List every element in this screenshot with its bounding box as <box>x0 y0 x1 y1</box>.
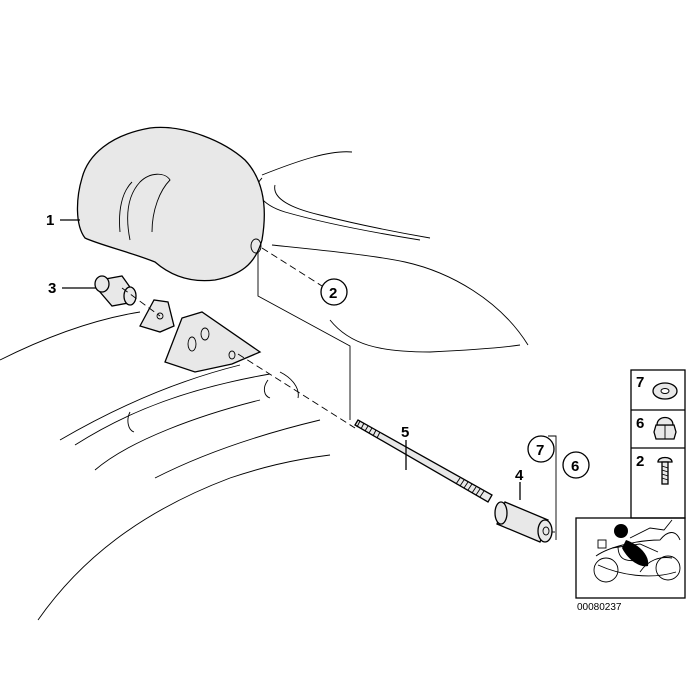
circled-callout-2-text: 2 <box>329 285 337 302</box>
assembly-lines <box>121 247 557 540</box>
seat-outline <box>256 151 529 353</box>
callout-3: 3 <box>48 280 56 297</box>
circled-callout-7-text: 7 <box>536 442 544 459</box>
hardware-legend: 7 6 2 <box>630 369 686 519</box>
motorcycle-thumbnail-icon <box>575 517 686 599</box>
part-4-spacer-sleeve <box>494 501 553 543</box>
legend-label-top: 7 <box>636 374 644 391</box>
washer-icon <box>652 382 678 400</box>
diagram-reference-number: 00080237 <box>577 602 622 613</box>
body-outline <box>0 311 331 621</box>
screw-icon <box>657 456 673 485</box>
part-5-threaded-rod <box>354 419 493 503</box>
cap-nut-icon <box>653 416 677 440</box>
callout-5: 5 <box>401 424 409 441</box>
circled-callout-2: 2 <box>320 278 348 306</box>
callout-1: 1 <box>46 212 54 229</box>
mounting-brackets <box>139 299 262 373</box>
legend-label-bottom: 2 <box>636 453 644 470</box>
legend-label-mid: 6 <box>636 415 644 432</box>
circled-callout-6-text: 6 <box>571 458 579 475</box>
part-3-bushing <box>94 275 137 307</box>
circled-callout-6: 6 <box>562 451 590 479</box>
part-1-seat-cowl <box>76 126 265 282</box>
callout-leaders <box>60 219 521 500</box>
callout-4: 4 <box>515 467 524 484</box>
circled-callout-7: 7 <box>527 435 555 463</box>
